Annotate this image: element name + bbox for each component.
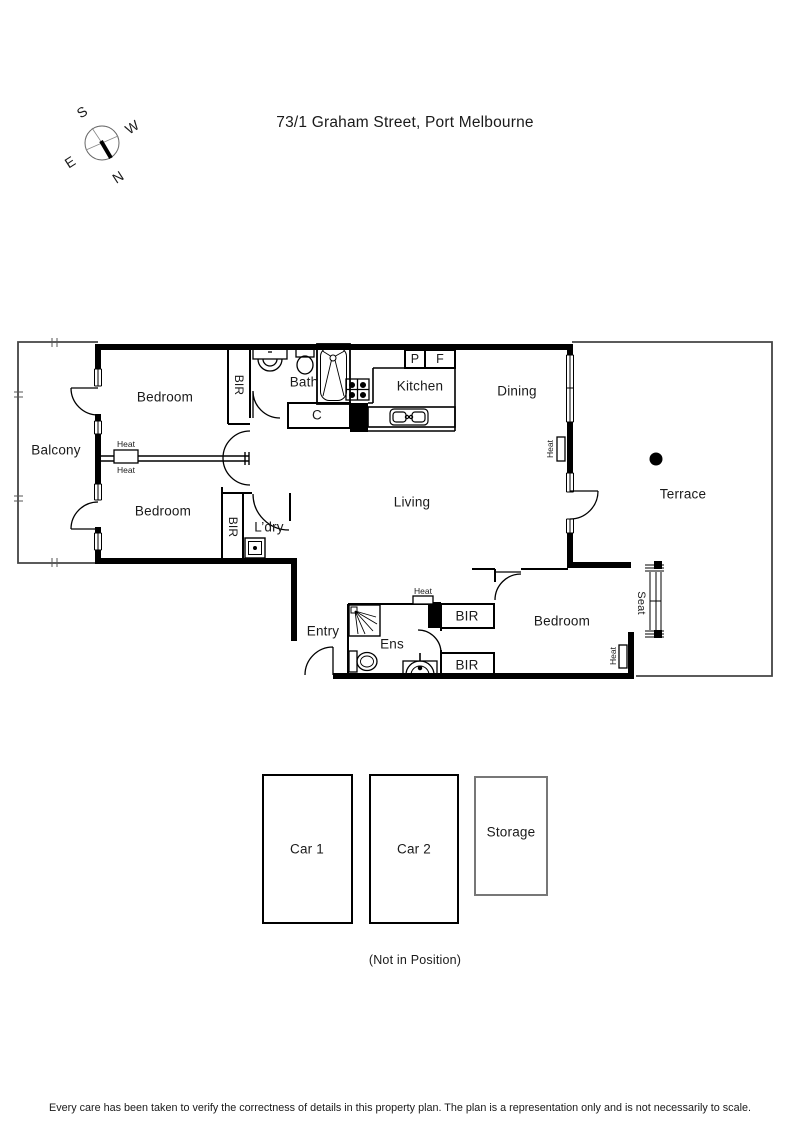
ens-toilet-icon [348,650,378,673]
room-label-ensuite: Ens [380,636,404,652]
label-heat-divider-top: Heat [117,439,135,449]
room-label-living: Living [393,494,431,510]
label-bir3-top: BIR [455,608,479,624]
label-heat-dining: Heat [545,440,555,458]
label-fridge: F [436,352,444,366]
bath-toilet-icon [295,347,315,375]
shower-icon [348,604,381,637]
compass-icon [84,125,120,161]
bath-basin-icon [252,347,288,372]
heater-bedrooms [113,449,139,464]
room-label-terrace: Terrace [659,486,707,502]
label-pantry: P [410,352,420,366]
storage-box [474,776,548,896]
heater-ens [412,595,434,605]
bathtub-icon [316,343,351,405]
label-cupboard: C [312,407,322,423]
room-label-laundry: L’dry [254,519,284,535]
label-seat: Seat [635,591,647,615]
room-label-bath: Bath [289,374,319,390]
room-label-kitchen: Kitchen [396,378,444,394]
balcony-outline [17,341,98,564]
disclaimer-text: Every care has been taken to verify the … [49,1102,751,1114]
room-label-bedroom2: Bedroom [134,503,192,519]
label-car2: Car 2 [396,841,432,857]
room-label-entry: Entry [306,623,340,639]
label-heat-ens: Heat [414,586,432,596]
room-label-dining: Dining [497,383,537,399]
terrace-column-dot [649,452,663,466]
garage-note: (Not in Position) [368,953,462,967]
room-label-bedroom3: Bedroom [533,613,591,629]
label-bir-bed2: BIR [225,516,240,538]
label-heat-bed3: Heat [608,647,618,665]
label-storage: Storage [486,824,536,840]
laundry-trough-icon [244,537,266,559]
label-bir-bed1: BIR [232,374,246,396]
ens-basin-icon [402,653,438,676]
terrace-outline [572,341,773,677]
sink-icon [389,408,429,426]
page-title: 73/1 Graham Street, Port Melbourne [276,114,534,131]
room-label-balcony: Balcony [31,442,81,458]
label-heat-divider-bottom: Heat [117,465,135,475]
car2-box [369,774,459,924]
label-bir3-bottom: BIR [455,657,479,673]
car1-box [262,774,353,924]
label-car1: Car 1 [289,841,325,857]
room-label-bedroom1: Bedroom [136,389,194,405]
heater-bed3 [618,644,628,669]
heater-dining [556,436,566,462]
